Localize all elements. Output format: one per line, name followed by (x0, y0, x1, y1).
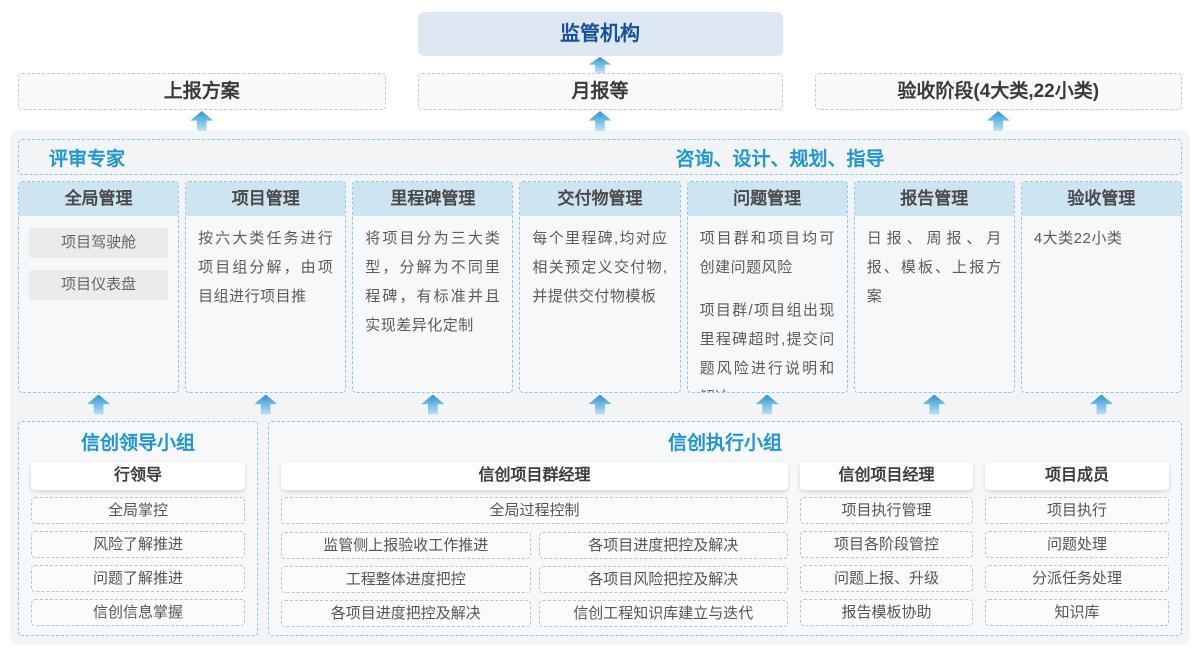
column-title: 问题管理 (687, 182, 847, 216)
column-text: 日报、周报、月报、模板、上报方案 (866, 230, 1002, 305)
program-manager-item: 监管侧上报验收工作推进 (281, 532, 531, 559)
platform-header: 评审专家 咨询、设计、规划、指导 (18, 139, 1182, 175)
project-member-item: 项目执行 (985, 497, 1169, 524)
column-title: 项目管理 (186, 182, 346, 216)
regulator-box: 监管机构 (417, 12, 783, 56)
leadership-item: 问题了解推进 (31, 565, 245, 592)
monthly-report-box: 月报等 (417, 73, 783, 110)
column-title: 验收管理 (1021, 182, 1181, 216)
project-manager-column: 信创项目经理 项目执行管理 项目各阶段管控 问题上报、升级 报告模板协助 (800, 458, 973, 627)
column-text: 项目群和项目均可创建问题风险 (699, 230, 835, 276)
program-manager-grid: 监管侧上报验收工作推进 工程整体进度把控 各项目进度把控及解决 各项目进度把控及… (281, 524, 788, 627)
up-arrow-icon (1089, 394, 1113, 415)
arrow-spacer-reports (0, 110, 1200, 131)
execution-group: 信创执行小组 信创项目群经理 全局过程控制 监管侧上报验收工作推进 工程整体进度… (268, 421, 1182, 636)
project-manager-role-box: 信创项目经理 (800, 462, 973, 490)
program-manager-item: 各项目进度把控及解决 (538, 532, 788, 559)
program-manager-item: 全局过程控制 (281, 497, 788, 524)
column-text: 项目群/项目组出现里程碑超时,提交问题风险进行说明和解决 (699, 302, 835, 392)
program-manager-column: 信创项目群经理 全局过程控制 监管侧上报验收工作推进 工程整体进度把控 各项目进… (281, 458, 788, 627)
column-milestone-management: 里程碑管理 将项目分为三大类型，分解为不同里程碑，有标准并且实现差异化定制 (352, 181, 514, 393)
column-text: 4大类22小类 (1033, 230, 1123, 247)
column-project-management: 项目管理 按六大类任务进行项目组分解，由项目组进行项目推 (185, 181, 347, 393)
column-body: 每个里程碑,均对应相关预定义交付物,并提供交付物模板 (520, 216, 679, 319)
management-columns: 全局管理 项目驾驶舱 项目仪表盘 项目管理 按六大类任务进行项目组分解，由项目组… (18, 181, 1182, 393)
project-member-role-box: 项目成员 (985, 462, 1169, 490)
program-manager-item: 各项目风险把控及解决 (538, 566, 788, 593)
program-manager-item: 信创工程知识库建立与迭代 (538, 600, 788, 627)
arrow-spacer-columns (18, 393, 1182, 421)
column-body: 将项目分为三大类型，分解为不同里程碑，有标准并且实现差异化定制 (353, 216, 512, 348)
project-dashboard-button: 项目仪表盘 (29, 270, 169, 300)
up-arrow-icon (87, 394, 111, 415)
up-arrow-icon (588, 57, 612, 73)
project-member-item: 问题处理 (985, 531, 1169, 558)
column-title: 里程碑管理 (353, 182, 513, 216)
column-deliverable-management: 交付物管理 每个里程碑,均对应相关预定义交付物,并提供交付物模板 (519, 181, 681, 393)
review-experts-label: 评审专家 (49, 148, 126, 170)
column-title: 报告管理 (854, 182, 1014, 216)
column-body: 项目群和项目均可创建问题风险 项目群/项目组出现里程碑超时,提交问题风险进行说明… (688, 216, 847, 392)
column-body: 日报、周报、月报、模板、上报方案 (855, 216, 1014, 319)
column-text: 按六大类任务进行项目组分解，由项目组进行项目推 (198, 230, 334, 305)
up-arrow-icon (190, 111, 214, 131)
arrow-spacer-top (0, 56, 1200, 73)
up-arrow-icon (588, 394, 612, 415)
column-global-management: 全局管理 项目驾驶舱 项目仪表盘 (18, 181, 180, 393)
column-text: 将项目分为三大类型，分解为不同里程碑，有标准并且实现差异化定制 (365, 230, 501, 334)
bottom-groups: 信创领导小组 行领导 全局掌控 风险了解推进 问题了解推进 信创信息掌握 信创执… (18, 421, 1182, 636)
report-plan-box: 上报方案 (18, 73, 386, 110)
leadership-item: 风险了解推进 (31, 531, 245, 558)
bank-leader-role-box: 行领导 (31, 462, 245, 490)
column-body: 按六大类任务进行项目组分解，由项目组进行项目推 (186, 216, 345, 319)
consulting-label: 咨询、设计、规划、指导 (675, 148, 885, 170)
platform-container: 评审专家 咨询、设计、规划、指导 全局管理 项目驾驶舱 项目仪表盘 项目管理 按… (10, 130, 1190, 645)
column-title: 交付物管理 (520, 182, 680, 216)
project-manager-item: 项目执行管理 (800, 497, 973, 524)
program-manager-item: 各项目进度把控及解决 (281, 600, 531, 627)
up-arrow-icon (588, 111, 612, 131)
column-text: 每个里程碑,均对应相关预定义交付物,并提供交付物模板 (532, 230, 668, 305)
execution-columns: 信创项目群经理 全局过程控制 监管侧上报验收工作推进 工程整体进度把控 各项目进… (281, 458, 1169, 627)
project-member-item: 知识库 (985, 599, 1169, 626)
leadership-title: 信创领导小组 (80, 433, 195, 454)
execution-title: 信创执行小组 (667, 433, 782, 454)
up-arrow-icon (755, 394, 779, 415)
project-manager-item: 项目各阶段管控 (800, 531, 973, 558)
up-arrow-icon (922, 394, 946, 415)
column-acceptance-management: 验收管理 4大类22小类 (1020, 181, 1182, 393)
project-member-column: 项目成员 项目执行 问题处理 分派任务处理 知识库 (985, 458, 1169, 627)
leadership-group: 信创领导小组 行领导 全局掌控 风险了解推进 问题了解推进 信创信息掌握 (18, 421, 258, 636)
column-body: 4大类22小类 (1022, 216, 1181, 261)
leadership-item: 信创信息掌握 (31, 599, 245, 626)
up-arrow-icon (986, 111, 1010, 131)
leadership-item: 全局掌控 (31, 497, 245, 524)
column-issue-management: 问题管理 项目群和项目均可创建问题风险 项目群/项目组出现里程碑超时,提交问题风… (686, 181, 848, 393)
project-cockpit-button: 项目驾驶舱 (29, 228, 169, 258)
column-title: 全局管理 (19, 182, 179, 216)
project-manager-item: 报告模板协助 (800, 599, 973, 626)
program-manager-role-box: 信创项目群经理 (281, 462, 788, 490)
column-report-management: 报告管理 日报、周报、月报、模板、上报方案 (853, 181, 1015, 393)
up-arrow-icon (421, 394, 445, 415)
acceptance-stage-box: 验收阶段(4大类,22小类) (814, 73, 1182, 110)
project-member-item: 分派任务处理 (985, 565, 1169, 592)
report-row: 上报方案 月报等 验收阶段(4大类,22小类) (0, 73, 1200, 110)
up-arrow-icon (254, 394, 278, 415)
program-manager-item: 工程整体进度把控 (281, 566, 531, 593)
project-manager-item: 问题上报、升级 (800, 565, 973, 592)
